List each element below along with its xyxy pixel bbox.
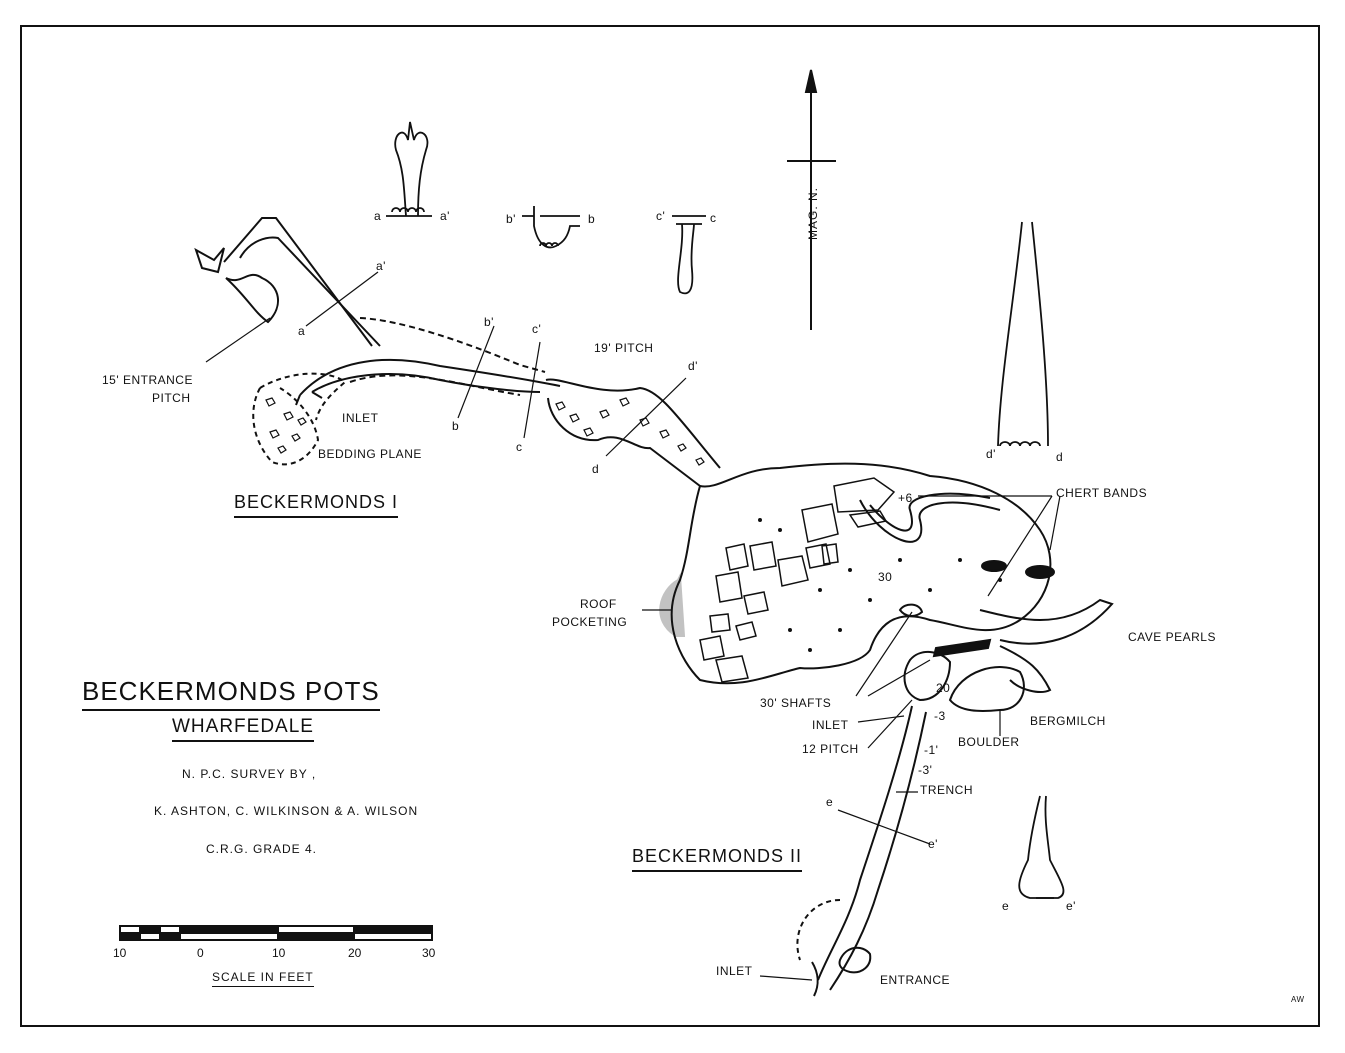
label-inlet: INLET xyxy=(812,718,849,732)
scale-tick-label: 0 xyxy=(197,946,204,960)
label-boulder: BOULDER xyxy=(958,735,1020,749)
section-marker-e-prime: e' xyxy=(928,837,938,851)
label-bedding-plane: BEDDING PLANE xyxy=(318,447,422,461)
north-arrow xyxy=(787,69,836,330)
section-marker-c: c xyxy=(516,440,523,454)
credit-line-1: N. P.C. SURVEY BY , xyxy=(182,767,317,781)
label-minus-1: -1' xyxy=(924,743,939,757)
label-roof-pocketing: ROOF xyxy=(580,597,617,611)
label-minus-3: -3' xyxy=(918,763,933,777)
label-inlet: INLET xyxy=(342,411,379,425)
section-marker-e: e xyxy=(826,795,834,809)
north-label: MAG. N. xyxy=(806,186,820,240)
section-marker-a: a xyxy=(298,324,306,338)
label-entrance-pitch: PITCH xyxy=(152,391,191,405)
cross-sections xyxy=(386,121,1065,899)
scale-tick-label: 10 xyxy=(113,946,127,960)
cave-1-title: BECKERMONDS I xyxy=(234,492,399,518)
label-entrance-pitch: 15' ENTRANCE xyxy=(102,373,193,387)
section-marker-c-prime: c' xyxy=(656,209,666,223)
label-minus-3: -3 xyxy=(934,709,946,723)
section-marker-c: c xyxy=(710,211,717,225)
section-marker-b-prime: b' xyxy=(506,212,516,226)
label-20: 20 xyxy=(936,681,951,695)
cave-2-title: BECKERMONDS II xyxy=(632,846,803,872)
label-trench: TRENCH xyxy=(920,783,973,797)
label-cave-pearls: CAVE PEARLS xyxy=(1128,630,1216,644)
section-marker-a-prime: a' xyxy=(440,209,450,223)
scale-tick-label: 20 xyxy=(348,946,362,960)
section-marker-d: d xyxy=(1056,450,1064,464)
label-bergmilch: BERGMILCH xyxy=(1030,714,1106,728)
credit-line-2: K. ASHTON, C. WILKINSON & A. WILSON xyxy=(154,804,419,818)
scale-bar xyxy=(119,925,433,941)
label-30: 30 xyxy=(878,570,893,584)
section-marker-a: a xyxy=(374,209,382,223)
section-marker-e-prime: e' xyxy=(1066,899,1076,913)
label-chert-bands: CHERT BANDS xyxy=(1056,486,1148,500)
map-frame xyxy=(20,25,1320,1027)
beckermonds-2-plan xyxy=(796,705,927,997)
scale-title: SCALE IN FEET xyxy=(212,970,314,987)
section-marker-b: b xyxy=(452,419,460,433)
label-plus-6: +6 xyxy=(898,491,913,505)
label-12-pitch: 12 PITCH xyxy=(802,742,859,756)
beckermonds-1-plan xyxy=(194,217,721,487)
section-marker-c-prime: c' xyxy=(532,322,542,336)
section-marker-b: b xyxy=(588,212,596,226)
label-inlet: INLET xyxy=(716,964,753,978)
label-30-shafts: 30' SHAFTS xyxy=(760,696,832,710)
section-marker-d-prime: d' xyxy=(688,359,698,373)
scale-tick-label: 10 xyxy=(272,946,286,960)
section-marker-d: d xyxy=(592,462,600,476)
credit-line-3: C.R.G. GRADE 4. xyxy=(206,842,318,856)
section-marker-a-prime: a' xyxy=(376,259,386,273)
label-19-pitch: 19' PITCH xyxy=(594,341,654,355)
scale-tick-label: 30 xyxy=(422,946,436,960)
label-entrance: ENTRANCE xyxy=(880,973,951,987)
main-chamber-plan xyxy=(659,462,1114,712)
map-title: BECKERMONDS POTS xyxy=(82,676,380,711)
leader-lines xyxy=(205,271,1061,981)
section-marker-e: e xyxy=(1002,899,1010,913)
section-marker-b-prime: b' xyxy=(484,315,494,329)
label-initials: AW xyxy=(1291,995,1305,1004)
label-roof-pocketing: POCKETING xyxy=(552,615,628,629)
map-subtitle: WHARFEDALE xyxy=(172,716,314,742)
section-marker-d-prime: d' xyxy=(986,447,996,461)
